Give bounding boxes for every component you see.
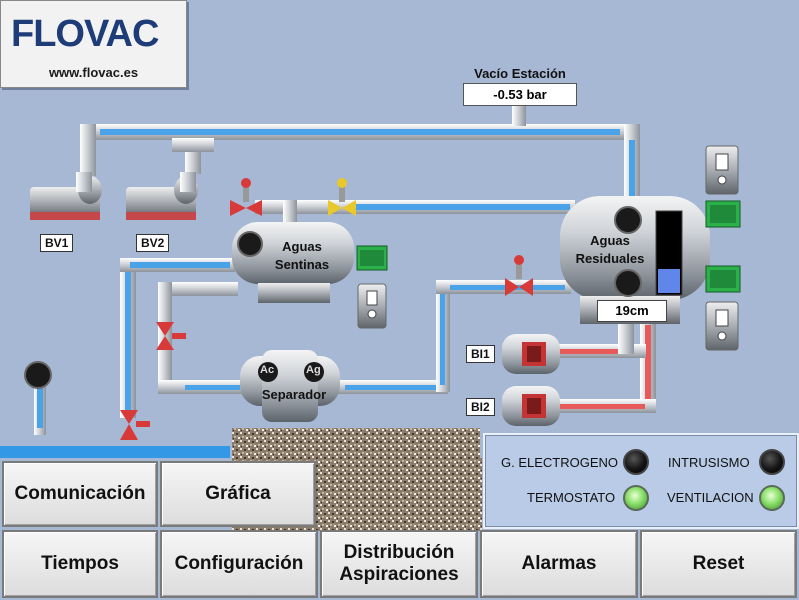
tank-sentinas-line2: Sentinas (274, 257, 330, 272)
tiempos-button[interactable]: Tiempos (2, 530, 158, 598)
tank-residuales-label: Aguas Residuales (570, 232, 650, 268)
vacuum-value: -0.53 bar (463, 83, 577, 106)
blower-bi2-label: BI2 (466, 398, 495, 416)
tank-sentinas (232, 222, 354, 303)
gravel-fill (316, 458, 482, 530)
tank-sentinas-line1: Aguas (282, 239, 322, 254)
green-pump-sentinas[interactable] (356, 245, 388, 271)
valve-left-loop[interactable] (156, 322, 186, 350)
separator-port-left: Ac (260, 364, 275, 376)
status-label-ventilacion: VENTILACION (667, 490, 754, 505)
pump-bv2-label: BV2 (136, 234, 170, 252)
distribucion-line1: Distribución (343, 542, 455, 563)
comunicacion-button[interactable]: Comunicación (2, 461, 158, 527)
valve-residuales-inlet[interactable] (505, 255, 533, 296)
grafica-button[interactable]: Gráfica (160, 461, 316, 527)
flovac-logo: FLOVAC www.flovac.es (0, 0, 187, 88)
separator-port-right: Ag (306, 364, 321, 376)
lamp-intrusismo-icon (759, 449, 785, 475)
water-line (0, 446, 230, 458)
level-bar (655, 210, 683, 296)
reset-button[interactable]: Reset (640, 530, 797, 598)
tank-sentinas-label: Aguas Sentinas (262, 238, 342, 274)
configuracion-button[interactable]: Configuración (160, 530, 318, 598)
valve-top-left[interactable] (230, 178, 262, 216)
distribucion-line2: Aspiraciones (339, 564, 459, 585)
status-label-electrogeno: G. ELECTROGENO (501, 455, 619, 470)
distribucion-button[interactable]: Distribución Aspiraciones (320, 530, 478, 598)
pump-bv1-label: BV1 (40, 234, 74, 252)
green-pump-residuales-bottom[interactable] (705, 265, 741, 293)
switch-residuales-bottom[interactable] (705, 301, 739, 351)
tank-residuales-line2: Residuales (575, 251, 645, 266)
separator-vessel (240, 350, 340, 422)
blower-bi2[interactable] (502, 386, 560, 426)
valve-top-right[interactable] (328, 178, 356, 216)
separator-label: Separador (261, 387, 327, 402)
switch-sentinas[interactable] (357, 283, 387, 329)
status-label-intrusismo: INTRUSISMO (668, 455, 750, 470)
blower-bi1[interactable] (502, 334, 560, 374)
lamp-termostato-icon (623, 485, 649, 511)
switch-residuales-top[interactable] (705, 145, 739, 195)
pump-bv2[interactable] (126, 172, 198, 220)
lamp-electrogeno-icon (623, 449, 649, 475)
blower-bi1-label: BI1 (466, 345, 495, 363)
tank-residuales-line1: Aguas (590, 233, 630, 248)
logo-url: www.flovac.es (48, 65, 139, 80)
lamp-ventilacion-icon (759, 485, 785, 511)
alarmas-button[interactable]: Alarmas (480, 530, 638, 598)
status-label-termostato: TERMOSTATO (527, 490, 616, 505)
vacuum-title: Vacío Estación (474, 66, 566, 81)
status-panel: G. ELECTROGENO INTRUSISMO TERMOSTATO VEN… (483, 433, 799, 529)
pump-bv1[interactable] (30, 172, 102, 220)
logo-brand: FLOVAC (11, 13, 159, 55)
level-sensor (24, 361, 52, 435)
green-pump-residuales-top[interactable] (705, 200, 741, 228)
valve-bottom-drain[interactable] (120, 410, 150, 440)
level-readout: 19cm (597, 300, 667, 322)
